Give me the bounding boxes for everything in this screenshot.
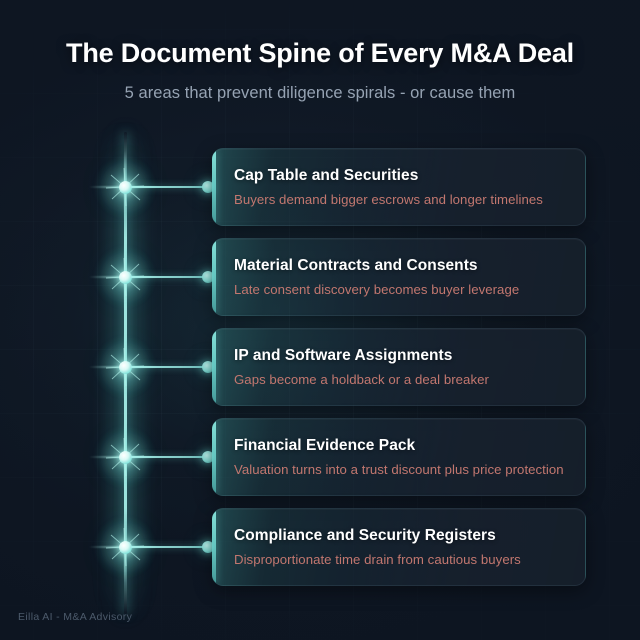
- node-connector-line: [131, 366, 205, 369]
- card-body: IP and Software Assignments Gaps become …: [234, 329, 571, 405]
- card-title: Compliance and Security Registers: [234, 527, 496, 544]
- connector-end-dot: [202, 361, 214, 373]
- timeline-row: Material Contracts and Consents Late con…: [0, 238, 640, 316]
- card-accent-bar: [212, 149, 216, 225]
- connector-end-dot: [202, 271, 214, 283]
- card-subtitle: Buyers demand bigger escrows and longer …: [234, 191, 543, 207]
- card-accent-bar: [212, 239, 216, 315]
- page-title: The Document Spine of Every M&A Deal: [66, 38, 574, 68]
- node-connector-line: [131, 546, 205, 549]
- card-subtitle: Gaps become a holdback or a deal breaker: [234, 371, 489, 387]
- node-core: [118, 450, 132, 464]
- node-core: [118, 360, 132, 374]
- card-subtitle: Disproportionate time drain from cautiou…: [234, 551, 521, 567]
- card-title: Financial Evidence Pack: [234, 437, 416, 454]
- card-subtitle: Late consent discovery becomes buyer lev…: [234, 281, 520, 297]
- timeline-card[interactable]: Financial Evidence Pack Valuation turns …: [212, 418, 586, 496]
- connector-end-dot: [202, 541, 214, 553]
- card-accent-bar: [212, 329, 216, 405]
- page-subtitle: 5 areas that prevent diligence spirals -…: [124, 84, 516, 102]
- footer-brand: Eilla AI - M&A Advisory: [18, 611, 133, 623]
- timeline-row: IP and Software Assignments Gaps become …: [0, 328, 640, 406]
- card-body: Cap Table and Securities Buyers demand b…: [234, 149, 571, 225]
- connector-end-dot: [202, 451, 214, 463]
- header: The Document Spine of Every M&A Deal 5 a…: [0, 0, 640, 103]
- card-body: Financial Evidence Pack Valuation turns …: [234, 419, 571, 495]
- card-accent-bar: [212, 509, 216, 585]
- timeline-row: Financial Evidence Pack Valuation turns …: [0, 418, 640, 496]
- card-title: Cap Table and Securities: [234, 167, 419, 184]
- card-subtitle: Valuation turns into a trust discount pl…: [234, 461, 564, 477]
- node-core: [118, 180, 132, 194]
- card-title: IP and Software Assignments: [234, 347, 453, 364]
- timeline-row: Cap Table and Securities Buyers demand b…: [0, 148, 640, 226]
- timeline-card[interactable]: Cap Table and Securities Buyers demand b…: [212, 148, 586, 226]
- node-connector-line: [131, 456, 205, 459]
- timeline-row: Compliance and Security Registers Dispro…: [0, 508, 640, 586]
- connector-end-dot: [202, 181, 214, 193]
- timeline-card[interactable]: IP and Software Assignments Gaps become …: [212, 328, 586, 406]
- timeline-card[interactable]: Compliance and Security Registers Dispro…: [212, 508, 586, 586]
- node-core: [118, 540, 132, 554]
- node-connector-line: [131, 186, 205, 189]
- card-body: Compliance and Security Registers Dispro…: [234, 509, 571, 585]
- node-core: [118, 270, 132, 284]
- card-body: Material Contracts and Consents Late con…: [234, 239, 571, 315]
- node-connector-line: [131, 276, 205, 279]
- card-title: Material Contracts and Consents: [234, 257, 478, 274]
- timeline-card[interactable]: Material Contracts and Consents Late con…: [212, 238, 586, 316]
- card-accent-bar: [212, 419, 216, 495]
